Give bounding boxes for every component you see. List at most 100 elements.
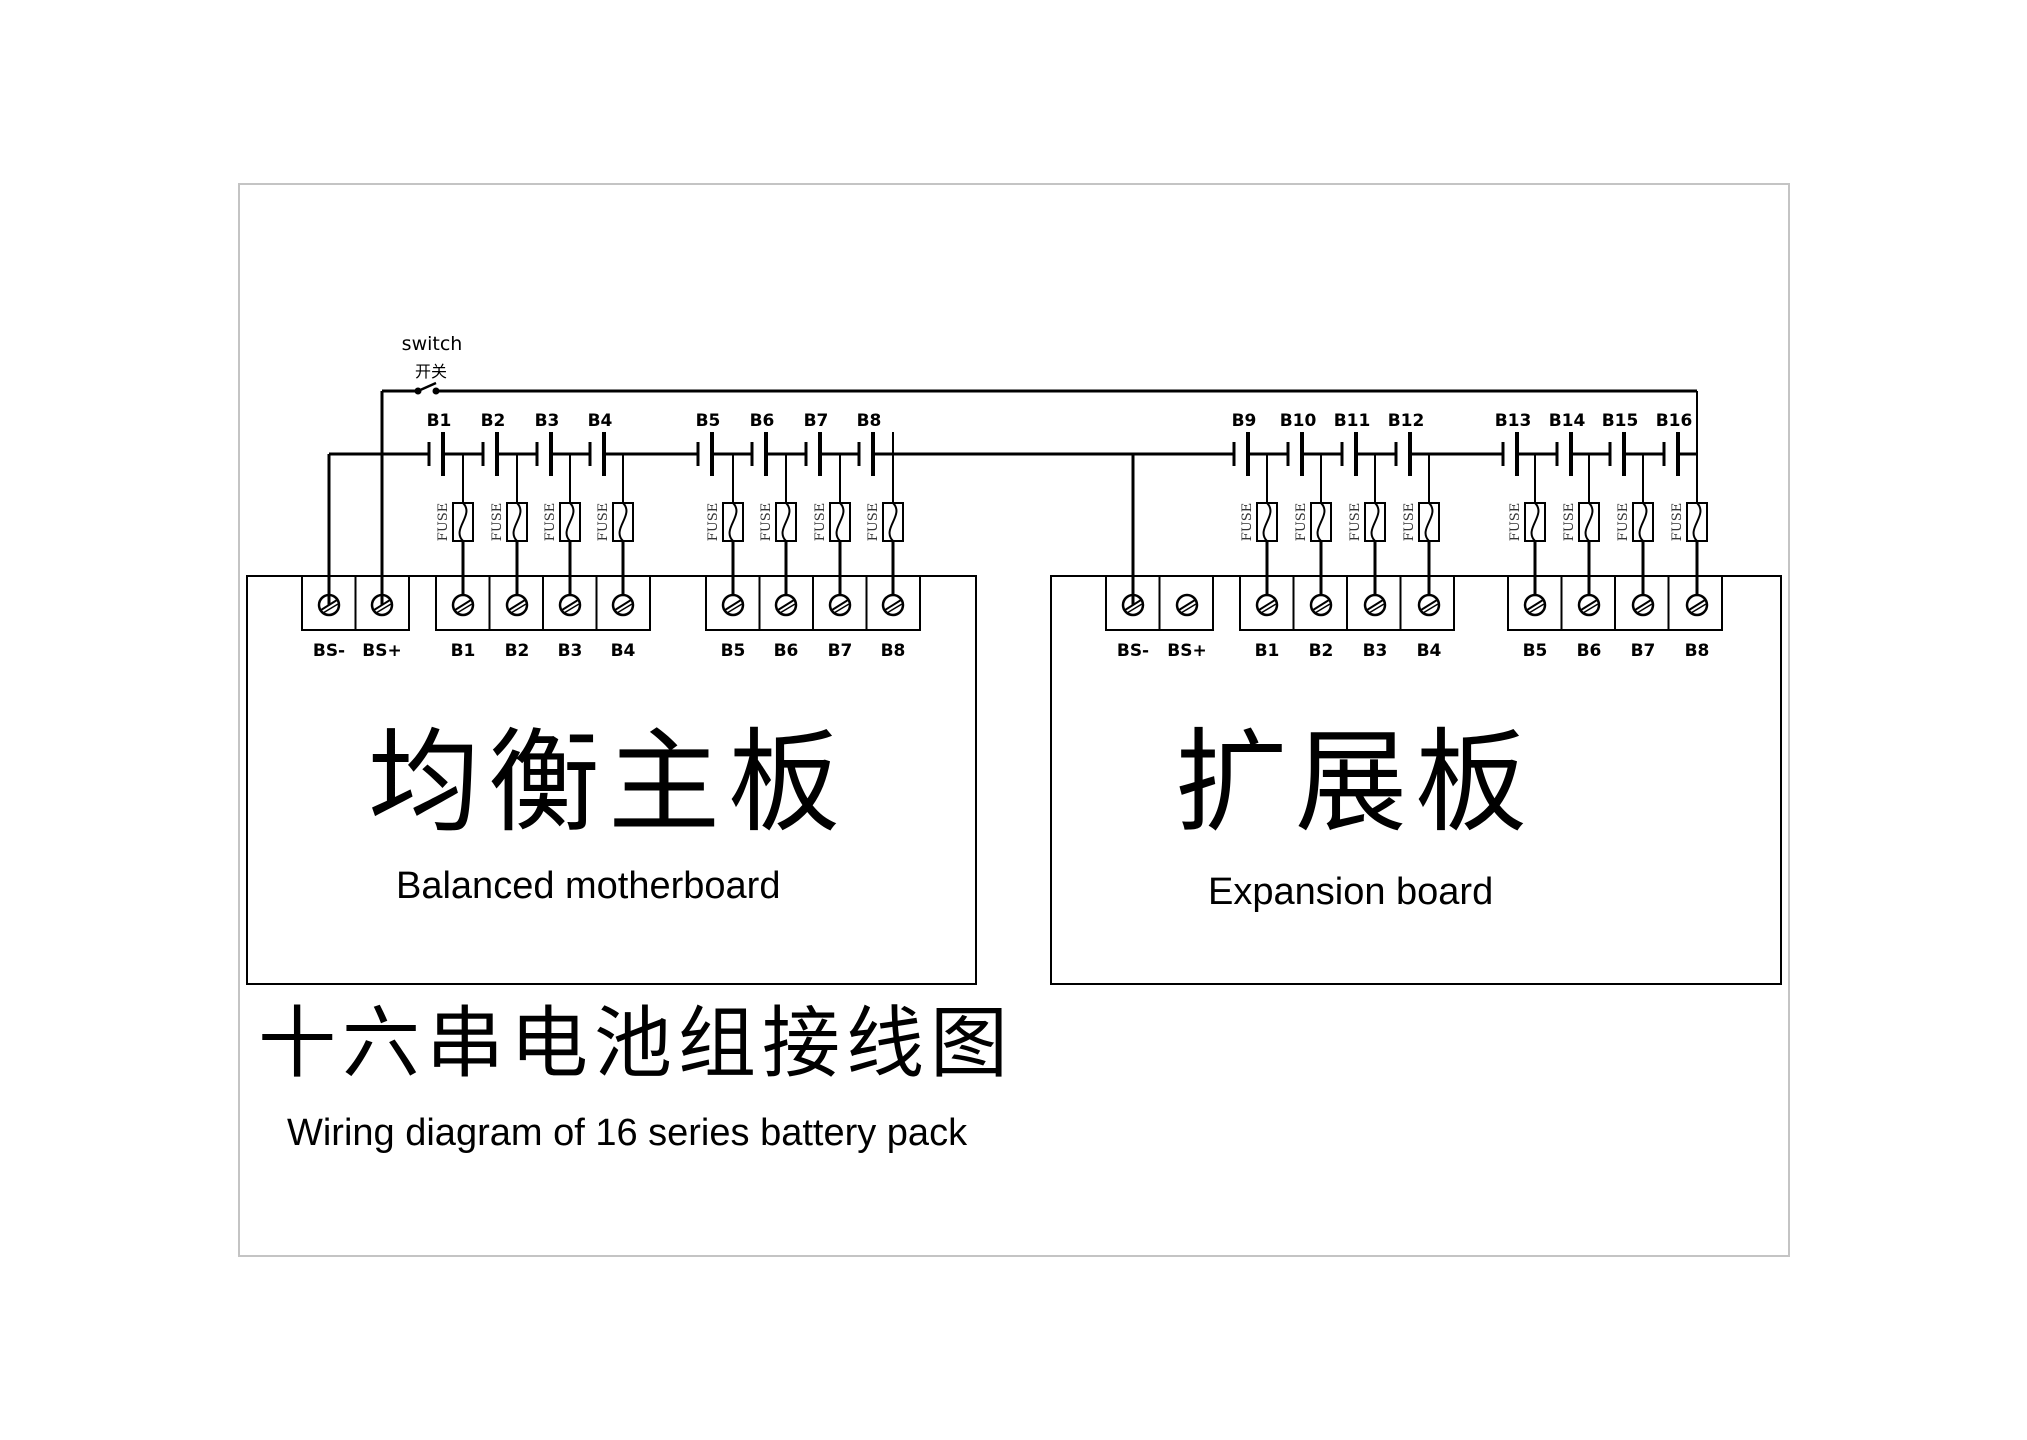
screw-slot	[1634, 599, 1652, 611]
battery-cell-B13	[1501, 432, 1519, 476]
screw-slot	[833, 603, 850, 614]
battery-cell-label: B15	[1602, 411, 1639, 431]
terminal-label: B8	[1685, 641, 1710, 661]
fuse-element	[458, 502, 468, 542]
battery-cell-B6	[750, 432, 768, 476]
screw-slot	[1368, 603, 1385, 614]
screw-slot	[1582, 603, 1599, 614]
fuse-icon: FUSE	[1616, 502, 1654, 542]
terminal-label: B5	[721, 641, 746, 661]
screw-slot	[724, 599, 742, 611]
battery-cell-B9	[1232, 432, 1250, 476]
fuse-icon: FUSE	[759, 502, 797, 542]
screw-slot	[1178, 599, 1196, 611]
battery-cell-B1	[427, 432, 445, 476]
fuse-icon: FUSE	[1562, 502, 1600, 542]
expansion-board-title-en: Expansion board	[1208, 871, 1494, 913]
battery-cell-label: B10	[1280, 411, 1317, 431]
screw-slot	[884, 599, 902, 611]
screw-slot	[375, 603, 392, 614]
terminal-label: B4	[611, 641, 636, 661]
screw-slot	[1258, 599, 1276, 611]
terminal-label: B6	[774, 641, 799, 661]
screw-slot	[1636, 603, 1653, 614]
battery-cell-label: B2	[481, 411, 506, 431]
fuse-label: FUSE	[759, 503, 774, 541]
screw-slot	[1314, 603, 1331, 614]
fuse-icon: FUSE	[596, 502, 634, 542]
battery-cell-B12	[1394, 432, 1412, 476]
screw-slot	[831, 599, 849, 611]
fuse-label: FUSE	[1616, 503, 1631, 541]
diagram-title-cn: 十六串电池组接线图	[258, 999, 1015, 1089]
fuse-icon: FUSE	[866, 502, 904, 542]
terminal-label: B6	[1577, 641, 1602, 661]
terminal-label: BS-	[1117, 641, 1149, 661]
fuse-label: FUSE	[813, 503, 828, 541]
fuse-element	[728, 502, 738, 542]
expansion-bs-terminal-block	[1105, 575, 1214, 631]
screw-slot	[1580, 599, 1598, 611]
battery-cell-B15	[1608, 432, 1626, 476]
screw-slot	[1420, 599, 1438, 611]
screw-slot	[616, 603, 633, 614]
main-terminal-block-b5-b8	[705, 575, 921, 631]
screw-slot	[1260, 603, 1277, 614]
fuse-element	[888, 502, 898, 542]
fuse-element	[1692, 502, 1702, 542]
battery-cell-label: B1	[427, 411, 452, 431]
switch-label-cn: 开关	[415, 362, 447, 381]
fuse-element	[781, 502, 791, 542]
fuse-label: FUSE	[1348, 503, 1363, 541]
main-board-title-cn: 均衡主板	[368, 718, 848, 848]
fuse-element	[1316, 502, 1326, 542]
expansion-terminal-block-b5-b8	[1507, 575, 1723, 631]
main-terminal-block-b1-b4	[435, 575, 651, 631]
screw-slot	[508, 599, 526, 611]
battery-cell-label: B12	[1388, 411, 1425, 431]
main-bs-terminal-block	[301, 575, 410, 631]
terminal-label: B7	[1631, 641, 1656, 661]
battery-cell-label: B14	[1549, 411, 1586, 431]
battery-cell-label: B3	[535, 411, 560, 431]
fuse-element	[835, 502, 845, 542]
screw-slot	[1688, 599, 1706, 611]
fuse-icon: FUSE	[706, 502, 744, 542]
screw-slot	[1526, 599, 1544, 611]
fuse-label: FUSE	[436, 503, 451, 541]
battery-cell-label: B5	[696, 411, 721, 431]
battery-cell-B8	[857, 432, 875, 476]
terminal-label: B3	[558, 641, 583, 661]
screw-slot	[614, 599, 632, 611]
fuse-icon: FUSE	[543, 502, 581, 542]
battery-cell-label: B7	[804, 411, 829, 431]
terminal-label: BS-	[313, 641, 345, 661]
fuse-icon: FUSE	[490, 502, 528, 542]
battery-cell-label: B8	[857, 411, 882, 431]
main-board-title-en: Balanced motherboard	[396, 865, 781, 907]
screw-slot	[510, 603, 527, 614]
terminal-label: BS+	[362, 641, 401, 661]
fuse-element	[1370, 502, 1380, 542]
fuse-icon: FUSE	[1348, 502, 1386, 542]
fuse-element	[512, 502, 522, 542]
terminal-label: B8	[881, 641, 906, 661]
screw-slot	[1366, 599, 1384, 611]
battery-cell-B7	[804, 432, 822, 476]
fuse-element	[618, 502, 628, 542]
fuse-label: FUSE	[866, 503, 881, 541]
screw-slot	[1528, 603, 1545, 614]
fuse-icon: FUSE	[1508, 502, 1546, 542]
fuse-label: FUSE	[596, 503, 611, 541]
screw-slot	[777, 599, 795, 611]
battery-cell-B11	[1340, 432, 1358, 476]
terminal-label: BS+	[1167, 641, 1206, 661]
battery-cell-label: B9	[1232, 411, 1257, 431]
expansion-board-title-cn: 扩展板	[1175, 718, 1535, 848]
screw-slot	[456, 603, 473, 614]
fuse-icon: FUSE	[1670, 502, 1708, 542]
terminal-label: B1	[451, 641, 476, 661]
fuse-element	[1584, 502, 1594, 542]
screw-slot	[1690, 603, 1707, 614]
